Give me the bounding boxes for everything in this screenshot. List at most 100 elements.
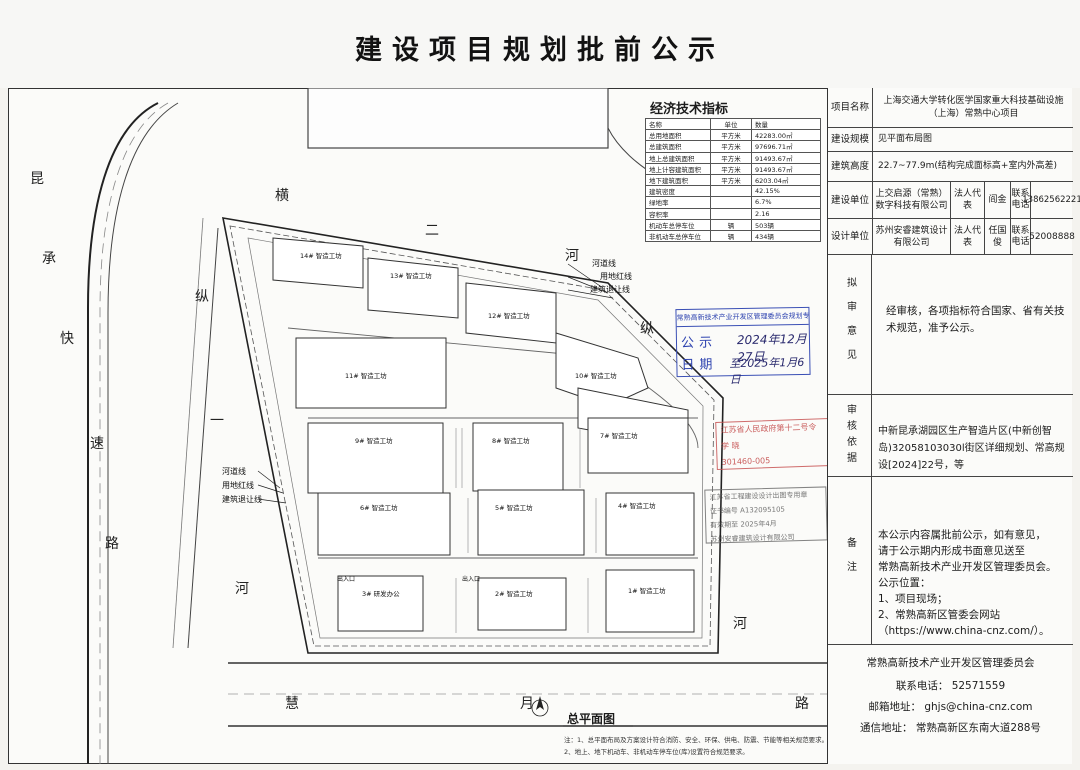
econ-cell: 97696.71㎡	[751, 140, 821, 153]
road-label-kuaisu-1: 昆	[30, 171, 44, 187]
building-9: 9# 智造工坊	[355, 437, 393, 445]
stamp-row2-label: 日期	[681, 357, 718, 374]
title-band	[0, 0, 1080, 88]
line-label-redline-left: 用地红线	[222, 481, 254, 490]
river-label-zongyi-2: 一	[210, 413, 224, 429]
line-label-river-top: 河道线	[592, 259, 616, 268]
plan-note-1: 注：1、总平面布局及方案设计符合消防、安全、环保、供电、防震、节能等相关规范要求…	[564, 736, 829, 744]
designer-legal-label: 法人代表	[951, 219, 985, 254]
row-review: 拟审意见 经审核，各项指标符合国家、省有关技术规范，准予公示。	[828, 255, 1073, 395]
econ-cell	[710, 207, 752, 220]
remark-line-4: 公示位置：	[878, 577, 931, 589]
econ-cell: 总建筑面积	[645, 140, 711, 153]
econ-cell: 平方米	[710, 162, 752, 175]
river-label-zongyi-3: 河	[235, 581, 249, 597]
site-plan-drawing	[87, 88, 827, 764]
road-label-hui: 慧	[285, 696, 299, 712]
econ-cell: 机动车总停车位	[645, 218, 711, 231]
line-label-setback-top: 建筑退让线	[590, 285, 630, 294]
review-label: 拟审意见	[828, 255, 872, 394]
designer-name: 苏州安睿建筑设计有限公司	[873, 219, 951, 254]
plan-note-2: 2、地上、地下机动车、非机动车停车位(库)设置符合规范要求。	[564, 748, 749, 756]
econ-cell: 辆	[710, 218, 752, 231]
row-scale: 建设规模 见平面布局图	[828, 128, 1073, 152]
econ-header-unit: 单位	[710, 117, 752, 131]
builder-label: 建设单位	[828, 182, 873, 218]
builder-legal-label: 法人代表	[951, 182, 985, 218]
econ-cell: 非机动车总停车位	[645, 229, 711, 243]
gate-left: 出入口	[337, 576, 356, 583]
height-label: 建筑高度	[828, 152, 873, 181]
river-label-zong-right: 纵	[640, 321, 654, 337]
econ-cell: 平方米	[710, 173, 752, 187]
econ-cell	[710, 185, 752, 198]
econ-cell	[710, 196, 752, 209]
econ-cell: 434辆	[751, 229, 821, 243]
river-label-henger-2: 二	[425, 223, 439, 239]
review-text: 经审核，各项指标符合国家、省有关技术规范，准予公示。	[886, 305, 1065, 334]
gate-mid: 出入口	[462, 576, 481, 583]
econ-header-name: 名称	[645, 117, 711, 131]
row-builder: 建设单位 上交启源（常熟）数字科技有限公司 法人代表 阎金 联系电话 13862…	[828, 182, 1080, 219]
contact-tel: 联系电话： 52571559	[828, 678, 1073, 693]
econ-cell: 42283.00㎡	[751, 129, 821, 142]
econ-cell: 91493.67㎡	[751, 162, 821, 175]
building-8: 8# 智造工坊	[492, 437, 530, 445]
row-designer: 设计单位 苏州安睿建筑设计有限公司 法人代表 任国俊 联系电话 52008888	[828, 219, 1075, 255]
econ-cell: 建筑密度	[645, 185, 711, 198]
height-value: 22.7~77.9m(结构完成面标高+室内外高差)	[878, 161, 1057, 171]
econ-cell: 平方米	[710, 129, 752, 142]
road-label-kuaisu-5: 路	[105, 536, 119, 552]
basis-label: 审核依据	[828, 395, 872, 476]
contact-email: 邮箱地址： ghjs@china-cnz.com	[828, 699, 1073, 714]
designer-label: 设计单位	[828, 219, 873, 254]
river-label-henger-3: 河	[565, 248, 579, 264]
designer-phone: 52008888	[1029, 231, 1075, 242]
scale-label: 建设规模	[828, 128, 873, 151]
econ-cell: 容积率	[645, 207, 711, 220]
committee-name: 常熟高新技术产业开发区管理委员会	[866, 657, 1035, 669]
remark-line-6: 2、常熟高新区管委会网站	[878, 609, 1001, 621]
contact-address: 通信地址： 常熟高新区东南大道288号	[828, 720, 1073, 735]
building-7: 7# 智造工坊	[600, 432, 638, 440]
building-3: 3# 研发办公	[362, 590, 400, 598]
road-label-lu: 路	[795, 696, 809, 712]
email-label: 邮箱地址：	[868, 701, 922, 713]
econ-cell: 6.7%	[751, 196, 821, 209]
row-project-name: 项目名称 上海交通大学转化医学国家重大科技基础设施（上海）常熟中心项目	[828, 88, 1073, 128]
river-label-henger-1: 横	[275, 188, 289, 204]
river-label-zongyi-1: 纵	[195, 289, 209, 305]
econ-cell: 平方米	[710, 151, 752, 164]
road-label-yue: 月	[520, 696, 534, 712]
econ-cell: 平方米	[710, 140, 752, 153]
road-label-kuaisu-2: 承	[42, 251, 56, 267]
stamp-header: 常熟高新技术产业开发区管理委员会规划专用章	[676, 307, 809, 328]
remark-line-5: 1、项目现场；	[878, 593, 948, 605]
publicity-date-stamp: 常熟高新技术产业开发区管理委员会规划专用章 公示 2024年12月27日 日期 …	[675, 306, 811, 386]
stamp-row2-value: 至2025年1月6日	[729, 355, 805, 387]
econ-cell: 地下建筑面积	[645, 173, 711, 187]
econ-cell: 91493.67㎡	[751, 151, 821, 164]
basis-text: 中新昆承湖园区生产智造片区(中新创智岛)32058103030l街区详细规划、常…	[878, 426, 1065, 471]
econ-cell: 2.16	[751, 207, 821, 220]
line-label-river-left: 河道线	[222, 467, 246, 476]
building-10: 10# 智造工坊	[575, 372, 617, 380]
econ-cell: 503辆	[751, 218, 821, 231]
builder-phone: 13862562221	[1022, 195, 1080, 205]
red-review-stamp: 江苏省人民政府第十二号令 学 晓 301460-005	[715, 418, 832, 470]
road-label-kuaisu-4: 速	[90, 436, 104, 452]
tel-label: 联系电话：	[895, 680, 949, 692]
scale-value: 见平面布局图	[878, 134, 933, 144]
page-title: 建设项目规划批前公示	[355, 35, 725, 66]
building-2: 2# 智造工坊	[495, 590, 533, 598]
builder-phone-label: 联系电话	[1011, 182, 1031, 218]
econ-row: 容积率 2.16	[645, 207, 821, 220]
designer-phone-label: 联系电话	[1011, 219, 1031, 254]
line-label-setback-left: 建筑退让线	[222, 495, 262, 504]
